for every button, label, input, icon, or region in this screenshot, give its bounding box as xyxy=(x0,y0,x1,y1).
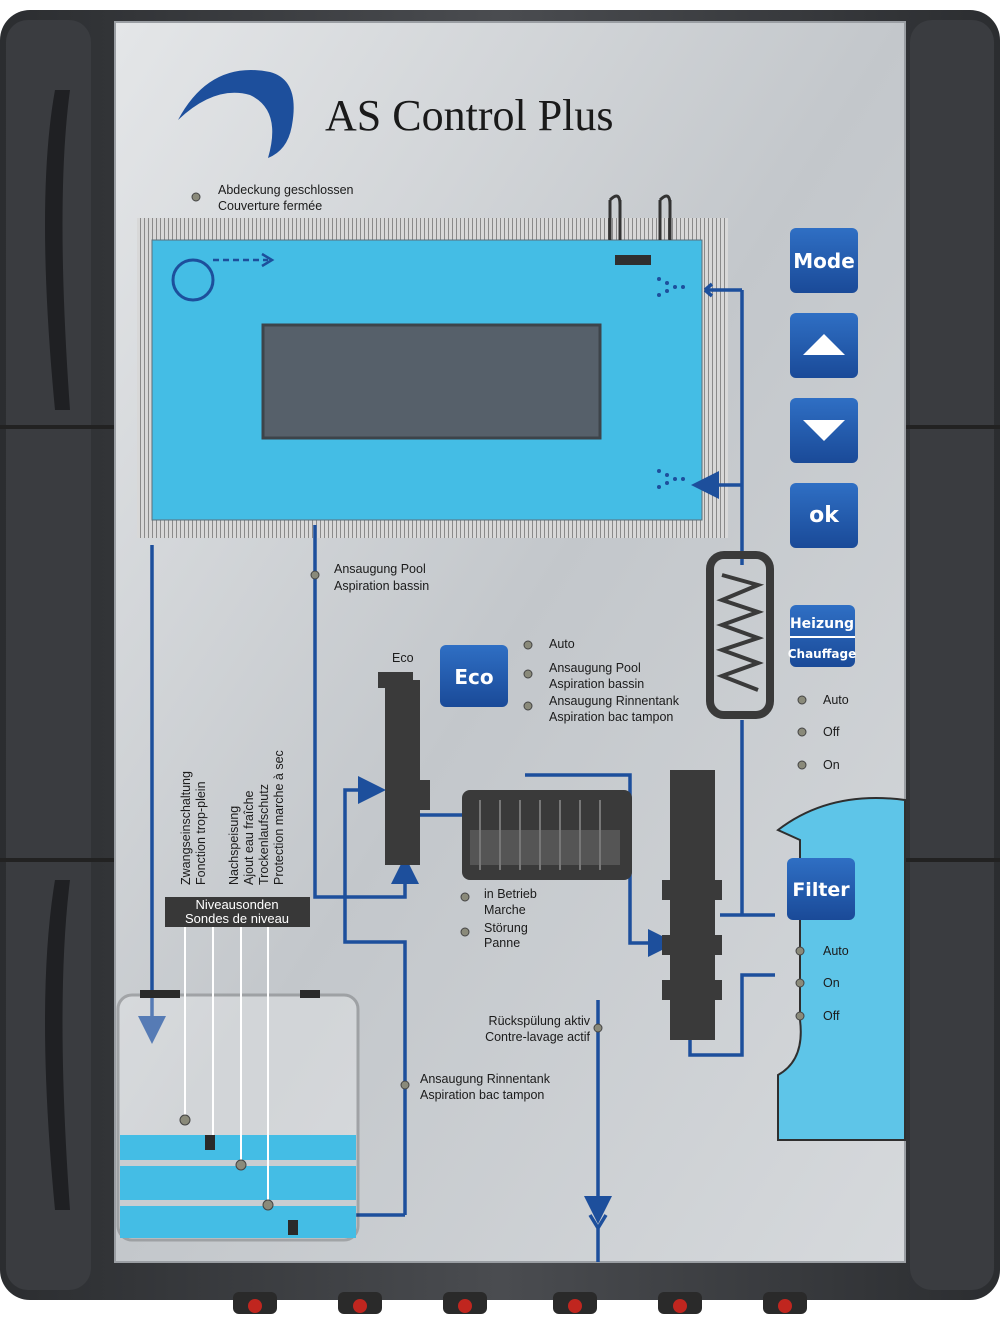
heat-led-off-label: Off xyxy=(823,725,840,739)
down-button[interactable] xyxy=(790,398,858,463)
eco-led-pool xyxy=(523,669,533,679)
suction-tank-led xyxy=(400,1080,410,1090)
mode-button[interactable]: Mode xyxy=(790,228,858,293)
backwash-led xyxy=(593,1023,603,1033)
mode-button-label: Mode xyxy=(793,249,855,273)
arrow-down-icon xyxy=(803,420,845,441)
eco-led-auto xyxy=(523,640,533,650)
heat-led-off xyxy=(797,727,807,737)
filter-led-on xyxy=(795,978,805,988)
suction-tank-2: Aspiration bac tampon xyxy=(420,1088,544,1102)
level-label-2b: Ajout eau fraîche xyxy=(242,790,256,885)
eco-led-auto-label: Auto xyxy=(549,637,575,651)
eco-button[interactable]: Eco xyxy=(440,645,508,707)
heating-button-label-1: Heizung xyxy=(790,616,854,632)
pump-fault-1: Störung xyxy=(484,921,528,935)
pump-running-2: Marche xyxy=(484,903,526,917)
suction-tank-1: Ansaugung Rinnentank xyxy=(420,1072,551,1086)
page-title: AS Control Plus xyxy=(325,91,614,140)
cable-glands xyxy=(233,1292,807,1314)
filter-led-on-label: On xyxy=(823,976,840,990)
cover-label-2: Couverture fermée xyxy=(218,199,322,213)
pump-fault-led xyxy=(460,927,470,937)
filter-valve xyxy=(662,770,722,1040)
eco-led-tank xyxy=(523,701,533,711)
filter-led-off xyxy=(795,1011,805,1021)
eco-valve-label: Eco xyxy=(392,651,414,665)
heat-led-auto xyxy=(797,695,807,705)
level-label-1b: Fonction trop-plein xyxy=(194,781,208,885)
eco-led-tank-2: Aspiration bac tampon xyxy=(549,710,673,724)
heating-button-label-2: Chauffage xyxy=(788,647,857,661)
buffer-tank xyxy=(116,915,360,1242)
cover-led xyxy=(191,192,201,202)
pump-running-led xyxy=(460,892,470,902)
filter-led-auto-label: Auto xyxy=(823,944,849,958)
up-button[interactable] xyxy=(790,313,858,378)
heat-led-on xyxy=(797,760,807,770)
heat-led-on-label: On xyxy=(823,758,840,772)
niveau-label-2: Sondes de niveau xyxy=(185,911,289,926)
eco-button-label: Eco xyxy=(454,665,493,689)
pump-running-1: in Betrieb xyxy=(484,887,537,901)
niveau-box xyxy=(165,897,310,927)
eco-led-pool-2: Aspiration bassin xyxy=(549,677,644,691)
heater-coil xyxy=(706,551,774,719)
backwash-2: Contre-lavage actif xyxy=(485,1030,590,1044)
backwash-1: Rückspülung aktiv xyxy=(489,1014,591,1028)
ok-button-label: ok xyxy=(809,503,840,528)
lcd-display xyxy=(261,323,602,440)
level-label-3a: Trockenlaufschutz xyxy=(257,784,271,885)
level-label-2a: Nachspeisung xyxy=(227,806,241,885)
filter-led-auto xyxy=(795,946,805,956)
cover-label-1: Abdeckung geschlossen xyxy=(218,183,354,197)
heat-led-auto-label: Auto xyxy=(823,693,849,707)
suction-pool-1: Ansaugung Pool xyxy=(334,562,426,576)
filter-button-label: Filter xyxy=(792,879,850,901)
heating-button[interactable]: Heizung Chauffage xyxy=(788,605,857,667)
ok-button[interactable]: ok xyxy=(790,483,858,548)
pump xyxy=(462,790,632,880)
suction-pool-2: Aspiration bassin xyxy=(334,579,429,593)
niveau-label-1: Niveausonden xyxy=(195,897,278,912)
level-labels: Zwangseinschaltung Fonction trop-plein N… xyxy=(179,750,286,885)
level-label-3b: Protection marche à sec xyxy=(272,750,286,885)
eco-led-pool-1: Ansaugung Pool xyxy=(549,661,641,675)
level-label-1a: Zwangseinschaltung xyxy=(179,771,193,885)
filter-button[interactable]: Filter xyxy=(787,858,855,920)
arrow-up-icon xyxy=(803,334,845,355)
suction-pool-led xyxy=(310,570,320,580)
filter-led-off-label: Off xyxy=(823,1009,840,1023)
eco-valve xyxy=(378,672,430,865)
logo-drop-icon xyxy=(178,70,294,158)
pump-fault-2: Panne xyxy=(484,936,520,950)
eco-led-tank-1: Ansaugung Rinnentank xyxy=(549,694,680,708)
